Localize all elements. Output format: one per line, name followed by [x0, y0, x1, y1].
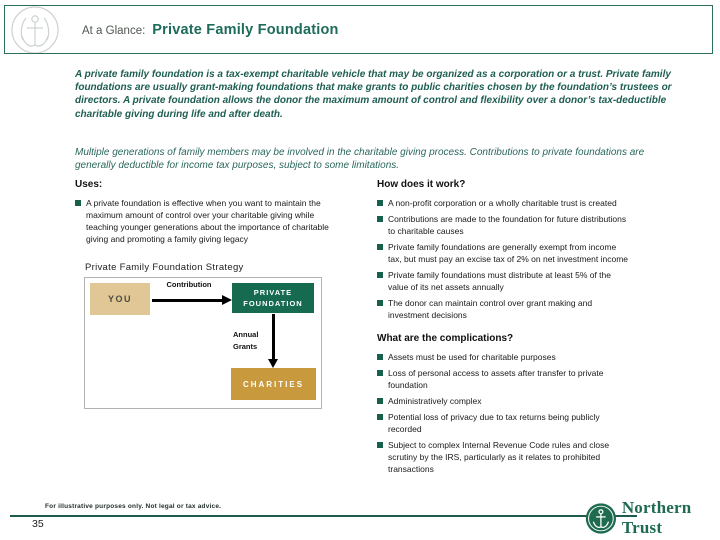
page-number: 35 [32, 518, 44, 530]
header-text: At a Glance: Private Family Foundation [82, 22, 339, 38]
bullet-square-icon [377, 414, 383, 420]
bullet-square-icon [377, 216, 383, 222]
bullet-square-icon [377, 200, 383, 206]
bullet-text: Private family foundations are generally… [388, 242, 629, 264]
bullet-text: Private family foundations must distribu… [388, 270, 612, 292]
bullet-square-icon [377, 244, 383, 250]
bullet-text: Assets must be used for charitable purpo… [388, 352, 556, 362]
bullet-text: The donor can maintain control over gran… [388, 298, 593, 320]
anchor-emblem-watermark-icon [11, 6, 59, 53]
header-banner: At a Glance: Private Family Foundation [4, 5, 713, 54]
bullet-item: Assets must be used for charitable purpo… [377, 351, 629, 363]
annual-grants-arrow-line [272, 314, 275, 360]
bullet-item: The donor can maintain control over gran… [377, 297, 629, 321]
contribution-label: Contribution [166, 280, 212, 289]
right-column: How does it work? A non-profit corporati… [377, 179, 629, 479]
bullet-item: Administratively complex [377, 395, 629, 407]
bullet-square-icon [377, 442, 383, 448]
intro-paragraph-1: A private family foundation is a tax-exe… [75, 69, 672, 120]
complications-heading: What are the complications? [377, 333, 514, 344]
bullet-item: Potential loss of privacy due to tax ret… [377, 411, 629, 435]
bullet-square-icon [377, 272, 383, 278]
uses-heading: Uses: [75, 179, 103, 190]
bullet-text: Subject to complex Internal Revenue Code… [388, 440, 610, 474]
bullet-square-icon [75, 200, 81, 206]
bullet-item: Contributions are made to the foundation… [377, 213, 629, 237]
bullet-text: Administratively complex [388, 396, 482, 406]
northern-trust-anchor-icon [585, 502, 617, 534]
contribution-arrow-line [152, 299, 222, 302]
bullet-square-icon [377, 300, 383, 306]
bullet-item: Subject to complex Internal Revenue Code… [377, 439, 629, 475]
bullet-square-icon [377, 354, 383, 360]
you-box: YOU [90, 283, 150, 315]
bullet-square-icon [377, 398, 383, 404]
bullet-text: A private foundation is effective when y… [86, 198, 329, 244]
bullet-item: A private foundation is effective when y… [75, 197, 343, 245]
page-title: Private Family Foundation [152, 21, 339, 38]
bullet-item: A non-profit corporation or a wholly cha… [377, 197, 629, 209]
bullet-item: Private family foundations must distribu… [377, 269, 629, 293]
bullet-text: Potential loss of privacy due to tax ret… [388, 412, 600, 434]
northern-trust-wordmark: Northern Trust [621, 498, 692, 537]
annual-grants-arrowhead-icon [268, 359, 278, 368]
diagram-title: Private Family Foundation Strategy [85, 262, 244, 273]
how-heading: How does it work? [377, 179, 466, 190]
bullet-text: A non-profit corporation or a wholly cha… [388, 198, 617, 208]
left-column: Uses: A private foundation is effective … [75, 179, 343, 409]
footer-rule [10, 515, 637, 517]
contribution-arrowhead-icon [222, 295, 232, 305]
bullet-text: Loss of personal access to assets after … [388, 368, 604, 390]
private-foundation-box: PRIVATE FOUNDATION [232, 283, 314, 313]
intro-paragraph-2: Multiple generations of family members m… [75, 147, 645, 172]
annual-grants-label: Annual Grants [233, 330, 259, 351]
strategy-diagram-frame: YOU Contribution PRIVATE FOUNDATION Annu… [84, 277, 322, 409]
bullet-item: Loss of personal access to assets after … [377, 367, 629, 391]
footer-disclaimer: For illustrative purposes only. Not lega… [45, 503, 222, 510]
header-prefix: At a Glance: [82, 24, 146, 37]
bullet-square-icon [377, 370, 383, 376]
charities-box: CHARITIES [231, 368, 316, 400]
bullet-item: Private family foundations are generally… [377, 241, 629, 265]
bullet-text: Contributions are made to the foundation… [388, 214, 627, 236]
northern-trust-logo: Northern Trust [585, 498, 720, 538]
